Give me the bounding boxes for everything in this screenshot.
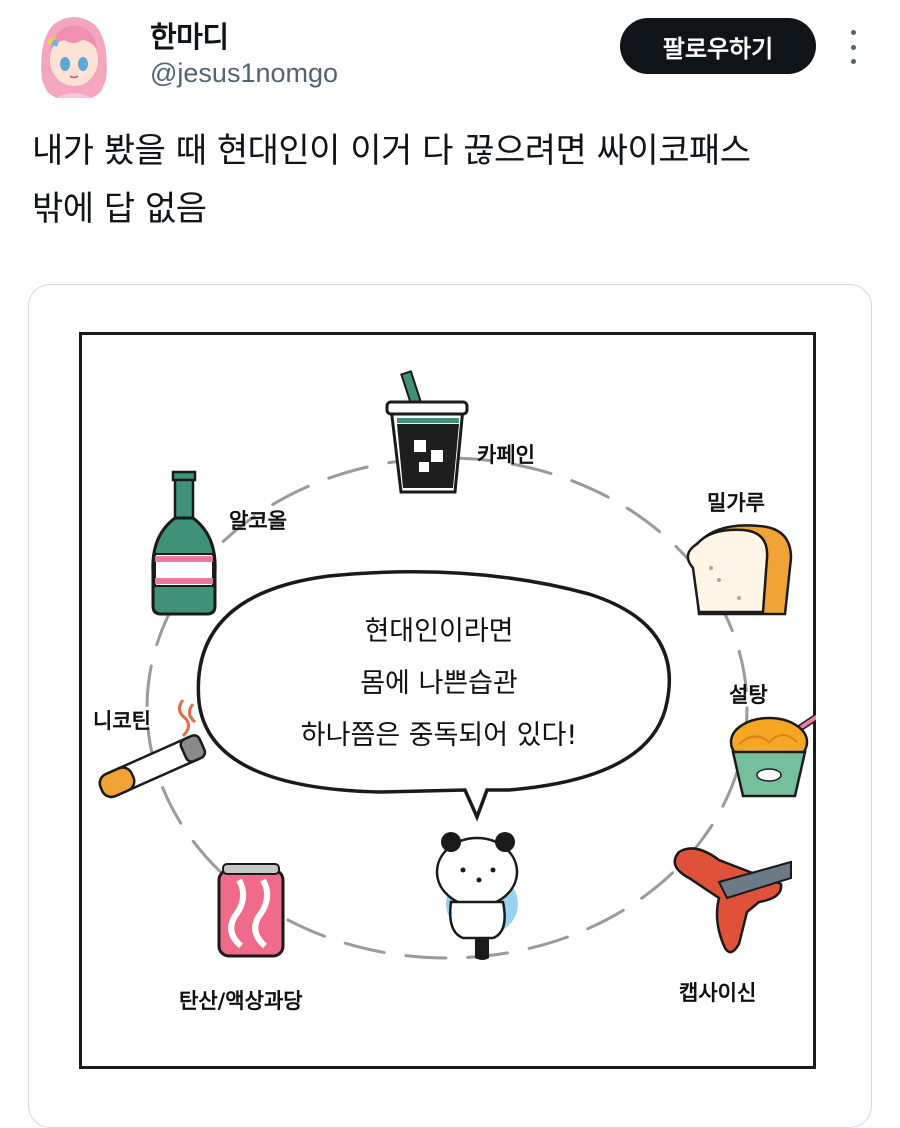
tweet-media[interactable]: 현대인이라면 몸에 나쁜습관 하나쯤은 중독되어 있다! 카페 — [28, 284, 872, 1128]
panda-character — [435, 832, 519, 960]
avatar[interactable] — [34, 10, 114, 102]
more-dot — [850, 44, 856, 50]
label-nicotine: 니코틴 — [93, 709, 151, 733]
label-caffeine: 카페인 — [477, 443, 535, 467]
tweet-text-line: 내가 봤을 때 현대인이 이거 다 끊으려면 싸이코패스 — [32, 131, 751, 171]
hot-sauce-icon: 캡사이신 — [673, 847, 792, 1005]
follow-button[interactable]: 팔로우하기 — [620, 18, 816, 74]
alcohol-bottle-icon: 알코올 — [151, 470, 287, 616]
bread-icon: 밀가루 — [686, 491, 793, 616]
tweet-text: 내가 봤을 때 현대인이 이거 다 끊으려면 싸이코패스 밖에 답 없음 — [32, 122, 882, 238]
coffee-cup-icon: 카페인 — [385, 370, 535, 494]
dashed-cycle — [145, 456, 749, 960]
label-soda: 탄산/액상과당 — [179, 989, 303, 1013]
user-handle[interactable]: @jesus1nomgo — [150, 58, 339, 88]
sugar-dessert-icon: 설탕 — [729, 683, 816, 798]
bubble-line: 몸에 나쁜습관 — [360, 668, 518, 699]
bubble-line: 현대인이라면 — [364, 616, 513, 647]
speech-bubble: 현대인이라면 몸에 나쁜습관 하나쯤은 중독되어 있다! — [196, 569, 672, 822]
label-alcohol: 알코올 — [229, 509, 287, 533]
display-name[interactable]: 한마디 — [150, 20, 229, 54]
comic-image: 현대인이라면 몸에 나쁜습관 하나쯤은 중독되어 있다! 카페 — [79, 332, 816, 1069]
soda-can-icon: 탄산/액상과당 — [179, 863, 303, 1013]
more-dot — [850, 30, 856, 35]
label-sugar: 설탕 — [729, 683, 768, 707]
more-options-icon[interactable] — [838, 30, 868, 64]
more-dot — [850, 59, 856, 64]
label-capsaicin: 캡사이신 — [679, 981, 756, 1005]
label-flour: 밀가루 — [707, 491, 765, 515]
tweet-text-line: 밖에 답 없음 — [32, 189, 207, 229]
cigarette-icon: 니코틴 — [93, 699, 207, 799]
bubble-line: 하나쯤은 중독되어 있다! — [301, 720, 577, 751]
